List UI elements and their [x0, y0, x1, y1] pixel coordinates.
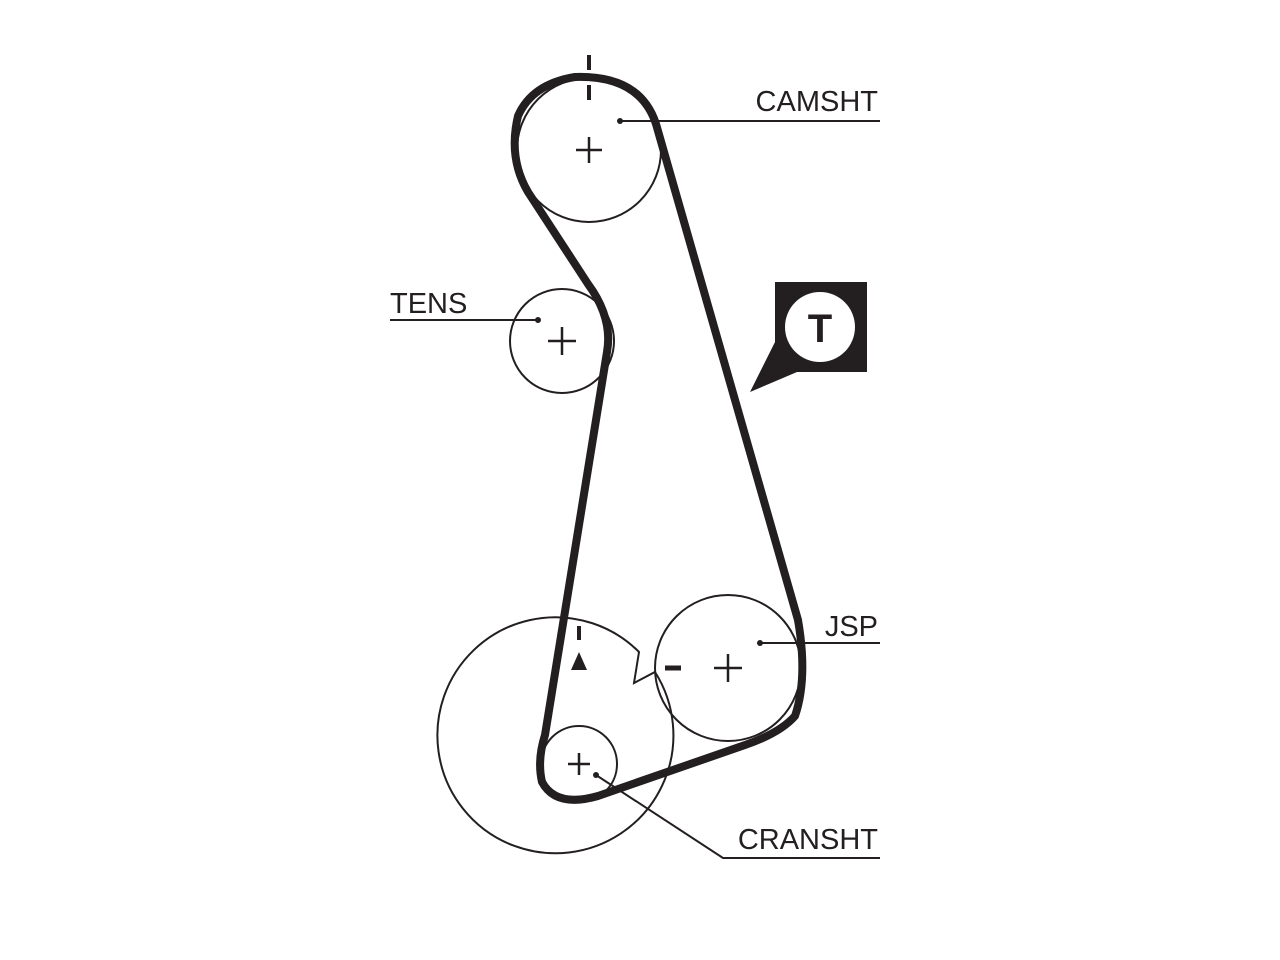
tension-badge: T [750, 282, 867, 392]
jsp-center-mark [714, 654, 742, 682]
tension-badge-pointer [750, 342, 797, 392]
tensioner-center-mark [548, 327, 576, 355]
tension-badge-letter: T [808, 307, 832, 351]
camshaft-leader [617, 118, 880, 124]
jsp-label: JSP [825, 611, 878, 643]
tensioner-label: TENS [390, 288, 467, 320]
crankshaft-leader [593, 772, 880, 859]
crankshaft-center-mark [568, 753, 590, 775]
tensioner-pulley [509, 288, 615, 394]
crankshaft-label: CRANSHT [738, 824, 878, 856]
jsp-leader [757, 640, 880, 646]
camshaft-center-mark [576, 137, 602, 163]
crankshaft-timing-mark [571, 626, 587, 670]
tensioner-leader [390, 317, 541, 323]
crankshaft-large-sprocket [436, 616, 675, 855]
camshaft-label: CAMSHT [756, 86, 879, 118]
tension-badge-circle [785, 292, 855, 362]
timing-belt [510, 72, 807, 804]
